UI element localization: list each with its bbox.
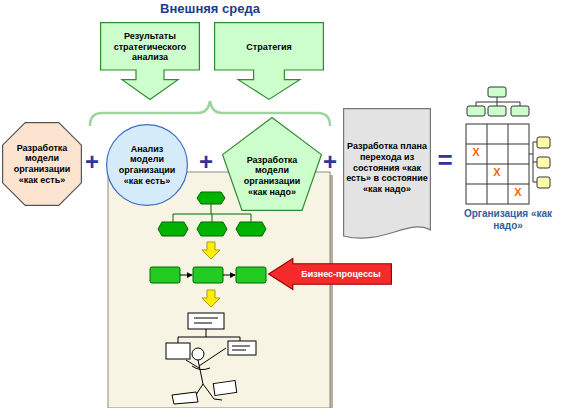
- callout-arrow: Бизнес-процессы: [268, 258, 392, 290]
- node-text: Разработка модели организации «как есть»: [5, 143, 79, 185]
- person-illustration: [213, 381, 236, 396]
- node-outline: [215, 23, 324, 100]
- step-octagon: Разработка модели организации «как есть»: [2, 122, 82, 206]
- person-illustration: [166, 313, 256, 404]
- text-area: Разработка модели организации «как есть»: [5, 128, 79, 200]
- text-area: Разработка модели организации «как надо»: [234, 145, 310, 207]
- diagram-title: Внешняя среда: [120, 1, 300, 16]
- process-chain: [193, 267, 223, 283]
- person-illustration: [228, 341, 256, 355]
- equals-sign: =: [434, 146, 456, 176]
- person-illustration: [186, 348, 226, 384]
- curly-brace: [90, 101, 330, 126]
- organization-matrix: [529, 142, 537, 182]
- organization-matrix: [476, 97, 520, 106]
- plan-document: Разработка плана перехода из состояния «…: [343, 108, 431, 244]
- input-arrow: Результаты стратегического анализа: [100, 22, 200, 100]
- node-outline: [107, 125, 188, 206]
- person-illustration: [192, 366, 210, 370]
- node-text: Бизнес-процессы: [301, 269, 380, 280]
- org-chart-icon: [197, 222, 227, 236]
- process-chain: [236, 267, 266, 283]
- node-text: Стратегия: [246, 42, 291, 53]
- text-area: Результаты стратегического анализа: [104, 25, 196, 69]
- yellow-arrow: [202, 242, 220, 259]
- org-chart-icon: [173, 204, 251, 222]
- yellow-arrow: [202, 290, 220, 307]
- org-chart-icon: [236, 222, 266, 236]
- person-illustration: [166, 343, 190, 359]
- text-area: Разработка плана перехода из состояния «…: [346, 112, 428, 224]
- node-outline: [214, 22, 324, 100]
- result-caption: Организация «как надо»: [460, 208, 556, 231]
- person-illustration: [194, 318, 218, 323]
- node-text: Разработка модели организации «как надо»: [234, 155, 310, 197]
- org-chart-icon: [158, 222, 188, 236]
- node-outline: [223, 118, 322, 211]
- text-area: Стратегия: [218, 25, 320, 69]
- plus-sign: +: [320, 148, 340, 176]
- plus-sign: +: [82, 148, 102, 176]
- org-chart-icon: [197, 192, 225, 204]
- node-outline: [3, 123, 82, 206]
- organization-matrix: [537, 157, 550, 168]
- organization-matrix: [537, 137, 550, 148]
- organization-matrix: [466, 124, 529, 204]
- person-illustration: [172, 392, 198, 404]
- text-area: Анализ модели организации «как есть»: [114, 134, 180, 196]
- process-chain: [223, 275, 235, 276]
- step-pentagon: Разработка модели организации «как надо»: [222, 117, 322, 211]
- process-chain: [150, 267, 180, 283]
- organization-matrix: [488, 87, 506, 97]
- organization-matrix: [537, 177, 550, 188]
- person-illustration: [188, 313, 224, 329]
- plus-sign: +: [196, 148, 216, 176]
- node-outline: [344, 109, 431, 239]
- matrix-mark: X: [489, 166, 505, 179]
- input-arrow: Стратегия: [214, 22, 324, 100]
- person-illustration: [192, 348, 204, 360]
- process-chain: [180, 275, 192, 276]
- node-text: Результаты стратегического анализа: [104, 31, 196, 63]
- organization-matrix: [511, 106, 529, 116]
- curly-brace: [90, 101, 330, 126]
- organization-matrix: [466, 87, 550, 204]
- node-outline: [101, 23, 200, 100]
- organization-matrix: [467, 106, 485, 116]
- step-circle: Анализ модели организации «как есть»: [106, 124, 188, 206]
- node-text: Анализ модели организации «как есть»: [114, 144, 180, 186]
- node-text: Разработка плана перехода из состояния «…: [346, 141, 428, 194]
- process-chain: [150, 267, 266, 283]
- person-illustration: [232, 346, 250, 350]
- matrix-mark: X: [510, 186, 526, 199]
- text-area: Бизнес-процессы: [292, 264, 390, 284]
- matrix-mark: X: [468, 146, 484, 159]
- organization-matrix: [488, 106, 506, 116]
- organization-matrix: [466, 124, 529, 204]
- node-outline: [269, 259, 392, 290]
